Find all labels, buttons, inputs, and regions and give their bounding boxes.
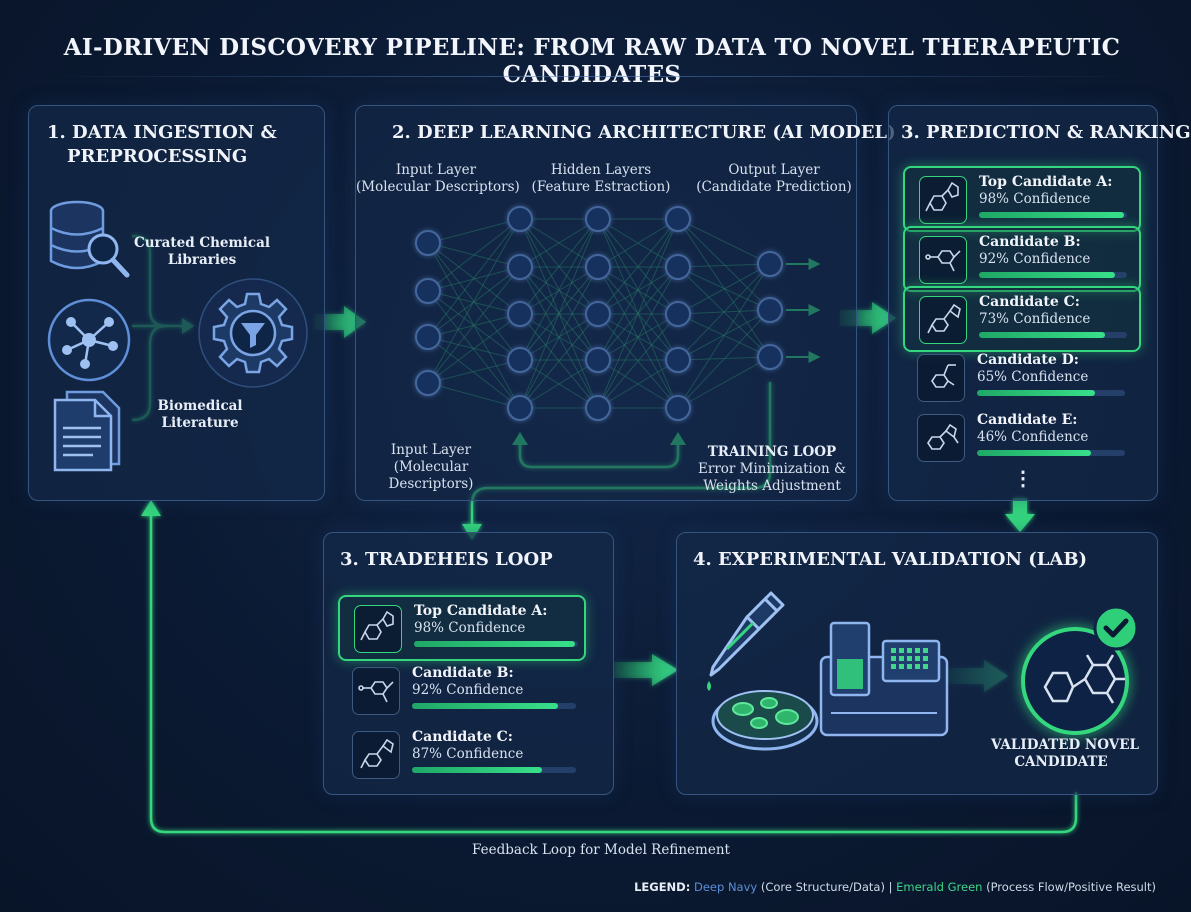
prediction-ranking-panel: 3. PREDICTION & RANKING Top Candidate A:… bbox=[888, 105, 1191, 501]
panel-title-line2: PREPROCESSING bbox=[67, 146, 248, 167]
data-ingestion-panel: 1. DATA INGESTION & PREPROCESSING Curate… bbox=[28, 105, 325, 501]
legend-label: LEGEND: bbox=[634, 880, 691, 894]
lab-instrument-icon bbox=[819, 621, 949, 737]
confidence-bar bbox=[414, 641, 578, 647]
petri-dish-icon bbox=[711, 690, 819, 751]
legend-green-desc: (Process Flow/Positive Result) bbox=[982, 880, 1156, 894]
feedback-loop-line bbox=[149, 512, 1078, 834]
checkmark-icon bbox=[1093, 605, 1139, 651]
legend-navy: Deep Navy bbox=[693, 880, 758, 894]
database-search-icon bbox=[49, 200, 130, 278]
arrow-ingestion-to-model bbox=[314, 306, 366, 338]
molecule-structure-icon bbox=[352, 731, 400, 779]
confidence-bar bbox=[979, 332, 1127, 338]
confidence-bar bbox=[977, 450, 1125, 456]
confidence-bar-fill bbox=[979, 212, 1125, 218]
candidate-card[interactable]: Candidate C:73% Confidence bbox=[903, 286, 1141, 352]
gear-filter-icon bbox=[198, 278, 308, 388]
molecule-structure-icon bbox=[919, 176, 967, 224]
candidate-card[interactable]: Candidate C:87% Confidence bbox=[338, 723, 582, 785]
molecule-structure-icon bbox=[919, 296, 967, 344]
panel-title: 3. PREDICTION & RANKING bbox=[901, 122, 1191, 143]
pipette-icon bbox=[707, 591, 785, 691]
confidence-bar bbox=[412, 767, 576, 773]
molecule-structure-icon bbox=[917, 414, 965, 462]
candidate-card[interactable]: Candidate E:46% Confidence bbox=[903, 406, 1137, 468]
documents-icon bbox=[53, 390, 121, 472]
confidence-bar-fill bbox=[979, 272, 1116, 278]
candidate-name: Candidate E: bbox=[977, 412, 1078, 428]
experimental-validation-panel: 4. EXPERIMENTAL VALIDATION (LAB) bbox=[676, 532, 1158, 795]
biomedical-literature-label: Biomedical Literature bbox=[157, 398, 243, 431]
candidate-name: Candidate C: bbox=[412, 729, 513, 745]
confidence-bar bbox=[977, 390, 1125, 396]
molecule-structure-icon bbox=[919, 236, 967, 284]
molecule-structure-icon bbox=[352, 667, 400, 715]
arrow-loop-to-lab bbox=[614, 654, 678, 686]
candidate-name: Candidate B: bbox=[412, 665, 514, 681]
confidence-bar-fill bbox=[412, 703, 558, 709]
candidate-confidence: 98% Confidence bbox=[414, 620, 526, 636]
tradeheis-loop-panel: 3. TRADEHEIS LOOP Top Candidate A:98% Co… bbox=[323, 532, 614, 795]
network-icon bbox=[47, 298, 131, 382]
panel-title-line1: 1. DATA INGESTION & bbox=[47, 122, 277, 143]
legend-green: Emerald Green bbox=[896, 880, 983, 894]
validated-molecule-icon bbox=[1021, 627, 1129, 735]
candidate-card[interactable]: Top Candidate A:98% Confidence bbox=[338, 595, 586, 661]
input-layer-label: Input Layer(Molecular Descriptors) bbox=[356, 162, 520, 195]
candidate-name: Top Candidate A: bbox=[979, 174, 1113, 190]
candidate-confidence: 73% Confidence bbox=[979, 311, 1091, 327]
candidate-card[interactable]: Top Candidate A:98% Confidence bbox=[903, 166, 1141, 232]
confidence-bar-fill bbox=[977, 450, 1091, 456]
arrow-ranking-to-lab bbox=[1005, 498, 1035, 532]
candidate-confidence: 46% Confidence bbox=[977, 429, 1089, 445]
candidate-confidence: 92% Confidence bbox=[979, 251, 1091, 267]
hidden-layers-label: Hidden Layers(Feature Estraction) bbox=[531, 162, 671, 195]
panel-title: 2. DEEP LEARNING ARCHITECTURE (AI MODEL) bbox=[392, 122, 896, 143]
deep-learning-panel: 2. DEEP LEARNING ARCHITECTURE (AI MODEL)… bbox=[355, 105, 896, 501]
candidate-confidence: 92% Confidence bbox=[412, 682, 524, 698]
candidate-confidence: 87% Confidence bbox=[412, 746, 524, 762]
candidate-card[interactable]: Candidate B:92% Confidence bbox=[903, 226, 1141, 292]
output-layer-label: Output Layer(Candidate Prediction) bbox=[696, 162, 852, 195]
candidate-confidence: 65% Confidence bbox=[977, 369, 1089, 385]
confidence-bar bbox=[412, 703, 576, 709]
curated-libraries-label: Curated Chemical Libraries bbox=[133, 235, 271, 268]
confidence-bar-fill bbox=[414, 641, 575, 647]
page-title: AI-DRIVEN DISCOVERY PIPELINE: FROM RAW D… bbox=[63, 34, 1121, 88]
legend: LEGEND: Deep Navy (Core Structure/Data) … bbox=[634, 880, 1156, 894]
legend-navy-desc: (Core Structure/Data) | bbox=[757, 880, 897, 894]
candidate-name: Candidate D: bbox=[977, 352, 1079, 368]
molecule-structure-icon bbox=[354, 605, 402, 653]
feedback-loop-label: Feedback Loop for Model Refinement bbox=[472, 842, 730, 858]
candidate-card[interactable]: Candidate B:92% Confidence bbox=[338, 659, 582, 721]
candidate-name: Top Candidate A: bbox=[414, 603, 548, 619]
more-indicator: ⋮ bbox=[1013, 466, 1033, 490]
confidence-bar bbox=[979, 212, 1127, 218]
molecule-structure-icon bbox=[917, 354, 965, 402]
candidate-name: Candidate C: bbox=[979, 294, 1080, 310]
title-divider bbox=[40, 76, 1144, 77]
confidence-bar bbox=[979, 272, 1127, 278]
candidate-confidence: 98% Confidence bbox=[979, 191, 1091, 207]
candidate-name: Candidate B: bbox=[979, 234, 1081, 250]
panel-title: 3. TRADEHEIS LOOP bbox=[340, 549, 553, 570]
confidence-bar-fill bbox=[412, 767, 542, 773]
feedback-loop-arrowhead bbox=[141, 500, 161, 516]
confidence-bar-fill bbox=[979, 332, 1105, 338]
candidate-card[interactable]: Candidate D:65% Confidence bbox=[903, 346, 1137, 408]
confidence-bar-fill bbox=[977, 390, 1096, 396]
training-loop-label: TRAINING LOOP Error Minimization & Weigh… bbox=[698, 444, 846, 494]
panel-title: 4. EXPERIMENTAL VALIDATION (LAB) bbox=[693, 549, 1088, 570]
